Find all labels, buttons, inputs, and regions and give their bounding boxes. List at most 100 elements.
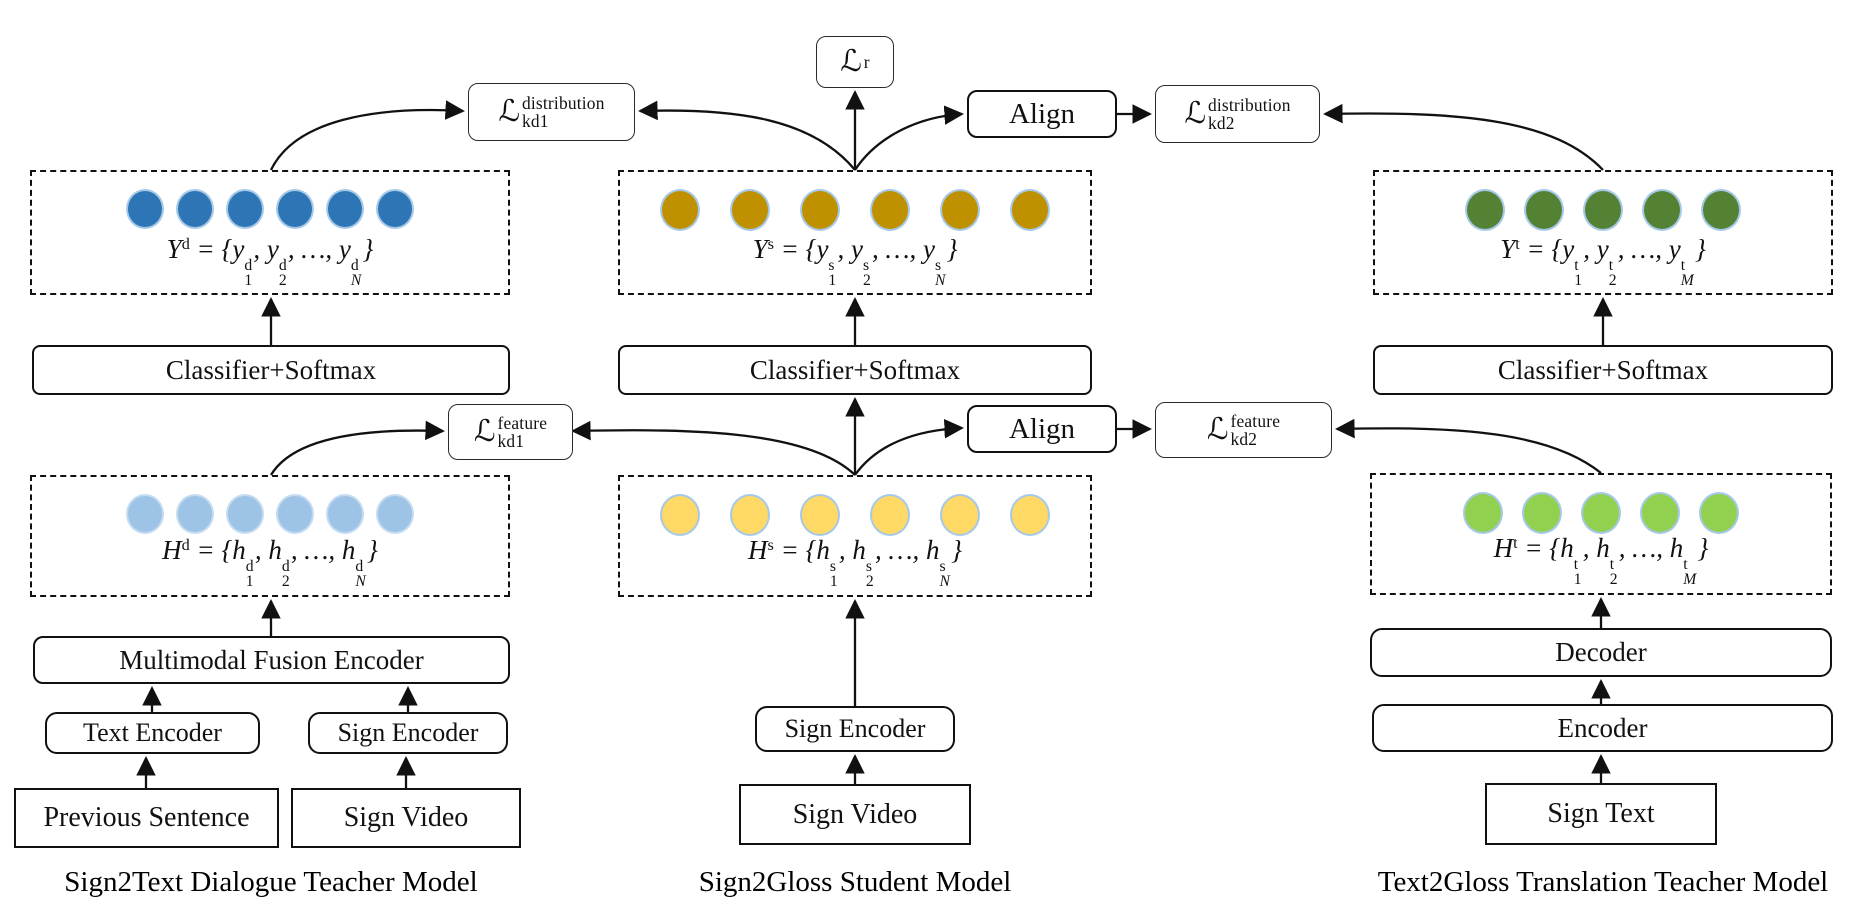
loss-symbol: ℒ: [840, 44, 862, 79]
embedding-circle: [940, 494, 980, 536]
hidden-embedding-nodes: [620, 494, 1090, 536]
caption-teacher-dialogue: Sign2Text Dialogue Teacher Model: [64, 866, 478, 898]
text-encoder-label: Text Encoder: [83, 718, 222, 747]
align-distribution-box: Align: [967, 90, 1117, 138]
fusion-encoder-label: Multimodal Fusion Encoder: [119, 644, 424, 675]
embedding-circle: [660, 189, 700, 231]
classifier-label: Classifier+Softmax: [749, 354, 961, 385]
embedding-circle: [1010, 494, 1050, 536]
embedding-circle: [376, 189, 414, 229]
embedding-circle: [1701, 189, 1741, 231]
embedding-circle: [870, 189, 910, 231]
classifier-label: Classifier+Softmax: [1497, 354, 1709, 385]
classifier-label: Classifier+Softmax: [165, 354, 377, 385]
embedding-circle: [276, 494, 314, 534]
sign-encoder-box-left: Sign Encoder: [308, 712, 508, 754]
embedding-circle: [730, 189, 770, 231]
sign-encoder-box-middle: Sign Encoder: [755, 706, 955, 752]
sign-encoder-label: Sign Encoder: [337, 718, 479, 747]
sign-video-input-box-left: Sign Video: [291, 788, 521, 848]
embedding-circle: [1640, 492, 1680, 534]
embedding-circle: [1642, 189, 1682, 231]
align-feature-box: Align: [967, 405, 1117, 453]
embedding-circle: [226, 189, 264, 229]
student-classifier-box: Classifier+Softmax: [618, 345, 1092, 395]
embedding-circle: [126, 189, 164, 229]
sign-video-input-box-middle: Sign Video: [739, 784, 971, 845]
loss-symbol: ℒ: [498, 94, 520, 129]
previous-sentence-input-box: Previous Sentence: [14, 788, 279, 848]
multimodal-fusion-encoder-box: Multimodal Fusion Encoder: [33, 636, 510, 684]
decoder-label: Decoder: [1555, 637, 1647, 667]
embedding-circle: [800, 189, 840, 231]
embedding-circle: [730, 494, 770, 536]
align-label: Align: [1008, 97, 1076, 130]
teacher-translation-classifier-box: Classifier+Softmax: [1373, 345, 1833, 395]
hidden-embedding-nodes: [1372, 492, 1830, 534]
embedding-circle: [940, 189, 980, 231]
loss-symbol: ℒ: [1184, 96, 1206, 131]
embedding-circle: [276, 189, 314, 229]
align-label: Align: [1008, 412, 1076, 445]
embedding-circle: [1522, 492, 1562, 534]
embedding-circle: [326, 189, 364, 229]
embedding-circle: [126, 494, 164, 534]
loss-symbol: ℒ: [1206, 412, 1229, 447]
embedding-circle: [1463, 492, 1503, 534]
loss-symbol: ℒ: [473, 414, 496, 449]
teacher-dialogue-classifier-box: Classifier+Softmax: [32, 345, 510, 395]
sign-text-input-box: Sign Text: [1485, 783, 1717, 845]
embedding-circle: [1581, 492, 1621, 534]
loss-scripts: r: [863, 51, 870, 72]
encoder-box: Encoder: [1372, 704, 1833, 752]
embedding-circle: [870, 494, 910, 536]
sign-video-label: Sign Video: [343, 802, 469, 833]
embedding-circle: [660, 494, 700, 536]
sign-video-label: Sign Video: [792, 798, 918, 830]
sign-encoder-label: Sign Encoder: [784, 714, 926, 743]
embedding-circle: [376, 494, 414, 534]
embedding-circle: [176, 189, 214, 229]
embedding-circle: [176, 494, 214, 534]
output-embedding-nodes: [620, 189, 1090, 231]
hidden-embedding-nodes: [32, 494, 508, 534]
embedding-circle: [226, 494, 264, 534]
output-embedding-nodes: [1375, 189, 1831, 231]
embedding-circle: [1010, 189, 1050, 231]
embedding-circle: [326, 494, 364, 534]
previous-sentence-label: Previous Sentence: [43, 802, 250, 833]
sign-text-label: Sign Text: [1547, 798, 1655, 829]
embedding-circle: [1699, 492, 1739, 534]
embedding-circle: [1465, 189, 1505, 231]
output-embedding-nodes: [32, 189, 508, 229]
caption-teacher-translation: Text2Gloss Translation Teacher Model: [1377, 866, 1829, 898]
encoder-label: Encoder: [1557, 712, 1648, 743]
decoder-box: Decoder: [1370, 628, 1832, 677]
text-encoder-box: Text Encoder: [45, 712, 260, 754]
embedding-circle: [800, 494, 840, 536]
caption-student: Sign2Gloss Student Model: [698, 866, 1012, 898]
embedding-circle: [1524, 189, 1564, 231]
